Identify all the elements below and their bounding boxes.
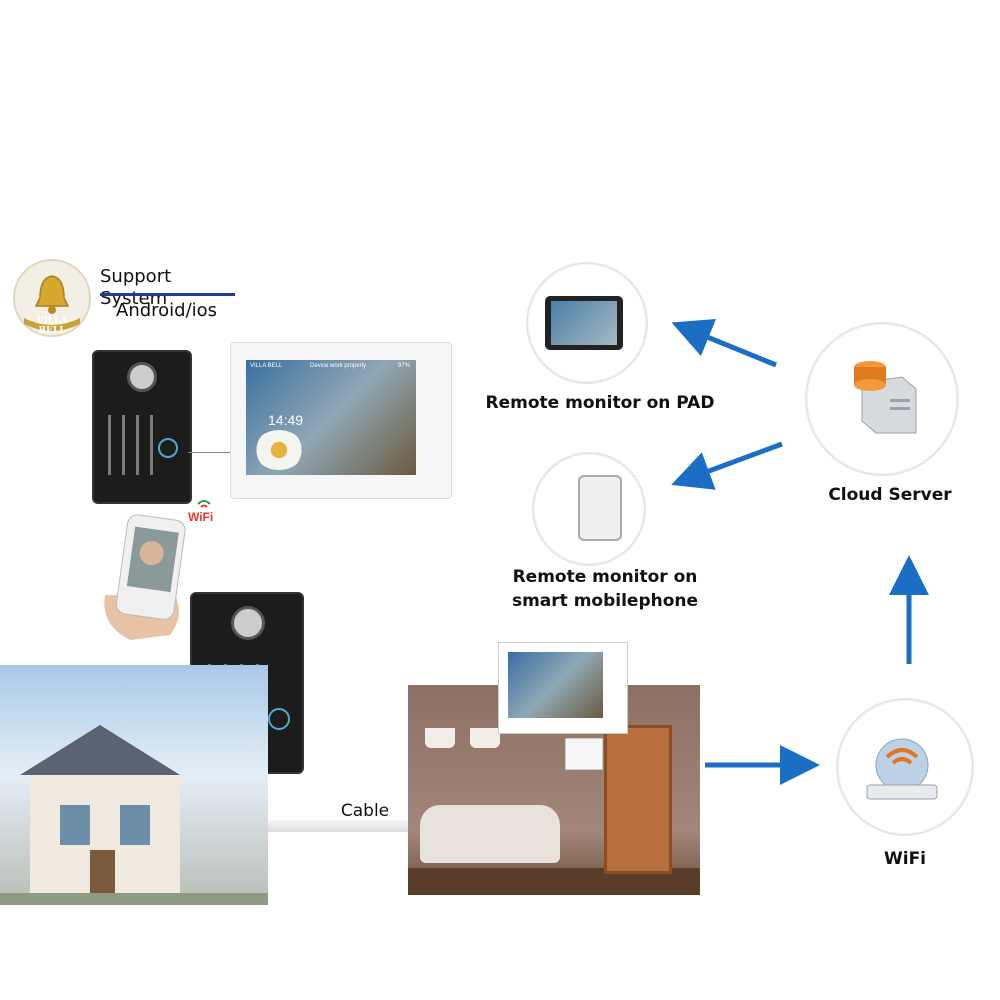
monitor-time: 14:49 [268,412,304,428]
monitor-logo: VILLA BELL [250,363,283,369]
house-drawing [0,725,268,905]
tablet-screen [551,301,617,345]
room-sofa [420,805,560,863]
hand-phone [100,514,190,645]
keypad-top [104,415,154,475]
wifi-label: WiFi [883,849,927,869]
cloud-circle [805,322,959,476]
phone-label-1: Remote monitor on [512,567,698,587]
connection-line [188,452,230,453]
monitor-header: Device work properly [310,363,367,369]
router-icon [865,735,940,805]
smartphone-icon [578,475,622,541]
cable-label: Cable [340,801,390,821]
camera-lens-icon [127,362,157,392]
room-door [604,725,672,874]
villa-bell-logo: VILLA BELL [10,258,94,338]
wifi-badge-label: WiFi [188,510,214,524]
phone-label-2: smart mobilephone [511,591,699,611]
lamp-left [425,728,455,748]
support-system-sub: Android/ios [116,300,218,321]
cable-line [268,820,408,832]
pad-label: Remote monitor on PAD [485,393,715,413]
monitor-battery: 97% [398,363,411,369]
lamp-right [470,728,500,748]
logo-text: VILLA BELL [36,316,68,336]
room-monitor [565,738,603,770]
wifi-badge-icon [196,498,212,510]
call-button-icon [158,438,178,458]
cloud-label: Cloud Server [828,485,952,505]
call-button-main-icon [268,708,290,730]
monitor-flower [254,430,304,470]
server-icon [852,355,918,435]
room-monitor-screen [508,652,603,718]
support-divider [100,293,235,296]
camera-lens-main-icon [231,606,265,640]
